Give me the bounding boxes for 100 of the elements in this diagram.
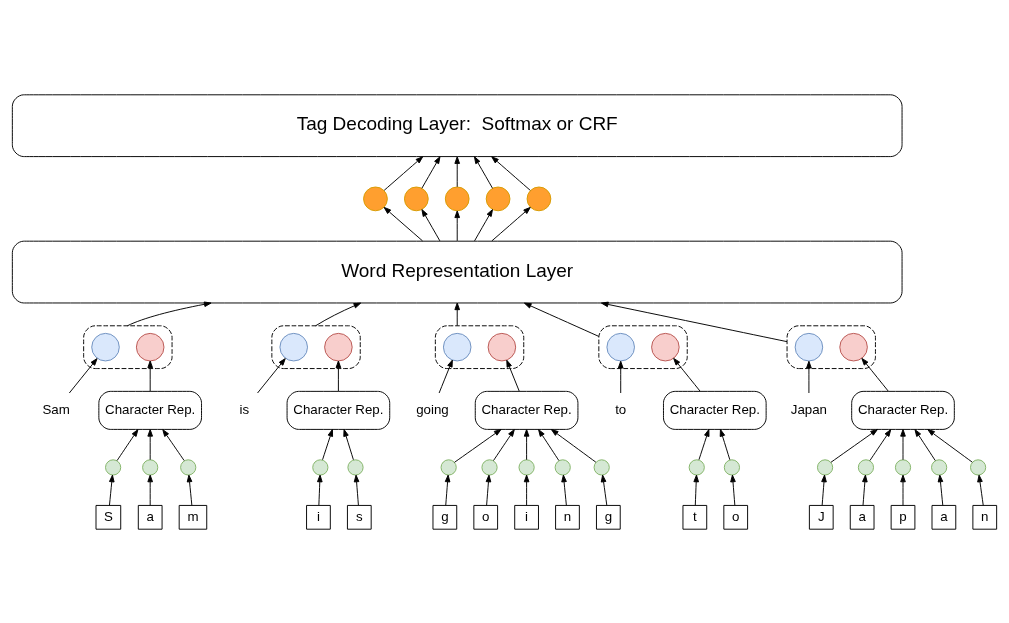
node-circle bbox=[931, 458, 948, 475]
arrow bbox=[421, 155, 441, 189]
arrow bbox=[383, 206, 423, 241]
node-circle bbox=[312, 458, 329, 475]
arrow bbox=[914, 428, 936, 461]
node-box: S bbox=[95, 504, 122, 530]
arrow bbox=[474, 155, 494, 189]
arrow bbox=[109, 474, 115, 506]
node-circle bbox=[651, 332, 680, 361]
arrow bbox=[900, 474, 906, 506]
node-circle bbox=[857, 458, 875, 475]
arrow bbox=[335, 360, 342, 392]
arrow bbox=[126, 301, 212, 326]
arrow bbox=[673, 357, 701, 392]
arrow bbox=[454, 428, 502, 463]
node-circle bbox=[91, 332, 120, 361]
node-circle bbox=[794, 332, 824, 361]
arrow bbox=[523, 428, 530, 460]
arrow bbox=[147, 474, 153, 506]
node-circle bbox=[444, 186, 470, 211]
node-circle bbox=[440, 458, 457, 475]
arrow bbox=[830, 428, 878, 463]
node-text: going bbox=[416, 401, 449, 417]
node-box: a bbox=[849, 504, 875, 530]
arrow bbox=[927, 428, 973, 463]
arrow bbox=[315, 302, 362, 326]
arrow bbox=[561, 474, 567, 506]
node-circle bbox=[363, 186, 388, 211]
arrow bbox=[900, 428, 906, 460]
arrow bbox=[485, 474, 492, 506]
arrow bbox=[68, 357, 98, 393]
arrow bbox=[257, 357, 286, 393]
arrow bbox=[730, 474, 736, 506]
node-box: t bbox=[682, 504, 708, 530]
arrow bbox=[869, 428, 892, 461]
node-text: Japan bbox=[790, 401, 828, 417]
node-box: g bbox=[596, 504, 621, 530]
node-circle bbox=[442, 332, 472, 361]
arrow bbox=[977, 474, 984, 506]
node-box: n bbox=[972, 504, 998, 530]
arrow bbox=[491, 206, 531, 241]
arrow bbox=[523, 302, 600, 337]
arrow bbox=[162, 428, 185, 461]
node-circle bbox=[606, 332, 635, 361]
node-circle bbox=[688, 458, 705, 475]
node-circle bbox=[481, 458, 498, 475]
arrow bbox=[806, 360, 812, 393]
node-box: i bbox=[514, 504, 539, 530]
arrow bbox=[322, 428, 334, 460]
arrow bbox=[861, 357, 889, 392]
arrow bbox=[538, 428, 560, 461]
node-circle bbox=[526, 186, 552, 211]
arrow bbox=[186, 474, 193, 506]
node-box: m bbox=[178, 504, 208, 530]
node-box: p bbox=[890, 504, 916, 530]
node-text: is bbox=[239, 401, 250, 417]
node-circle bbox=[279, 332, 308, 361]
arrow bbox=[719, 428, 731, 460]
arrow bbox=[600, 301, 788, 342]
node-box: a bbox=[137, 504, 163, 530]
node-box: s bbox=[346, 504, 372, 530]
arrow bbox=[550, 428, 597, 463]
arrow bbox=[147, 428, 153, 460]
node-circle bbox=[142, 458, 159, 475]
arrow bbox=[693, 474, 699, 506]
node-box: g bbox=[432, 504, 458, 530]
node-box: o bbox=[723, 504, 749, 530]
node-box: Character Rep. bbox=[851, 390, 955, 430]
arrow bbox=[523, 474, 530, 506]
arrow bbox=[862, 474, 868, 506]
arrow bbox=[937, 474, 944, 506]
arrow bbox=[147, 360, 153, 392]
node-box: Word Representation Layer bbox=[11, 240, 903, 303]
arrow bbox=[506, 359, 520, 392]
node-box: i bbox=[306, 504, 331, 530]
node-text: to bbox=[615, 401, 627, 417]
node-circle bbox=[180, 458, 197, 475]
arrow bbox=[383, 155, 424, 191]
arrow bbox=[491, 155, 531, 191]
node-box: Character Rep. bbox=[98, 390, 202, 430]
node-circle bbox=[723, 458, 740, 475]
node-box: o bbox=[473, 504, 499, 530]
node-circle bbox=[485, 186, 511, 211]
node-circle bbox=[593, 458, 610, 475]
arrow bbox=[353, 474, 360, 506]
node-box: Character Rep. bbox=[663, 390, 767, 430]
arrow bbox=[343, 428, 354, 460]
arrow bbox=[600, 474, 608, 506]
arrow bbox=[698, 428, 710, 460]
node-box: a bbox=[931, 504, 957, 530]
node-circle bbox=[404, 186, 429, 211]
node-box: n bbox=[555, 504, 580, 530]
arrow bbox=[493, 428, 515, 461]
arrow bbox=[438, 359, 453, 393]
node-circle bbox=[970, 458, 987, 475]
arrow bbox=[474, 208, 493, 241]
arrow bbox=[116, 428, 139, 461]
arrow bbox=[821, 474, 827, 506]
arrow bbox=[454, 209, 460, 241]
node-text: Sam bbox=[42, 401, 70, 417]
